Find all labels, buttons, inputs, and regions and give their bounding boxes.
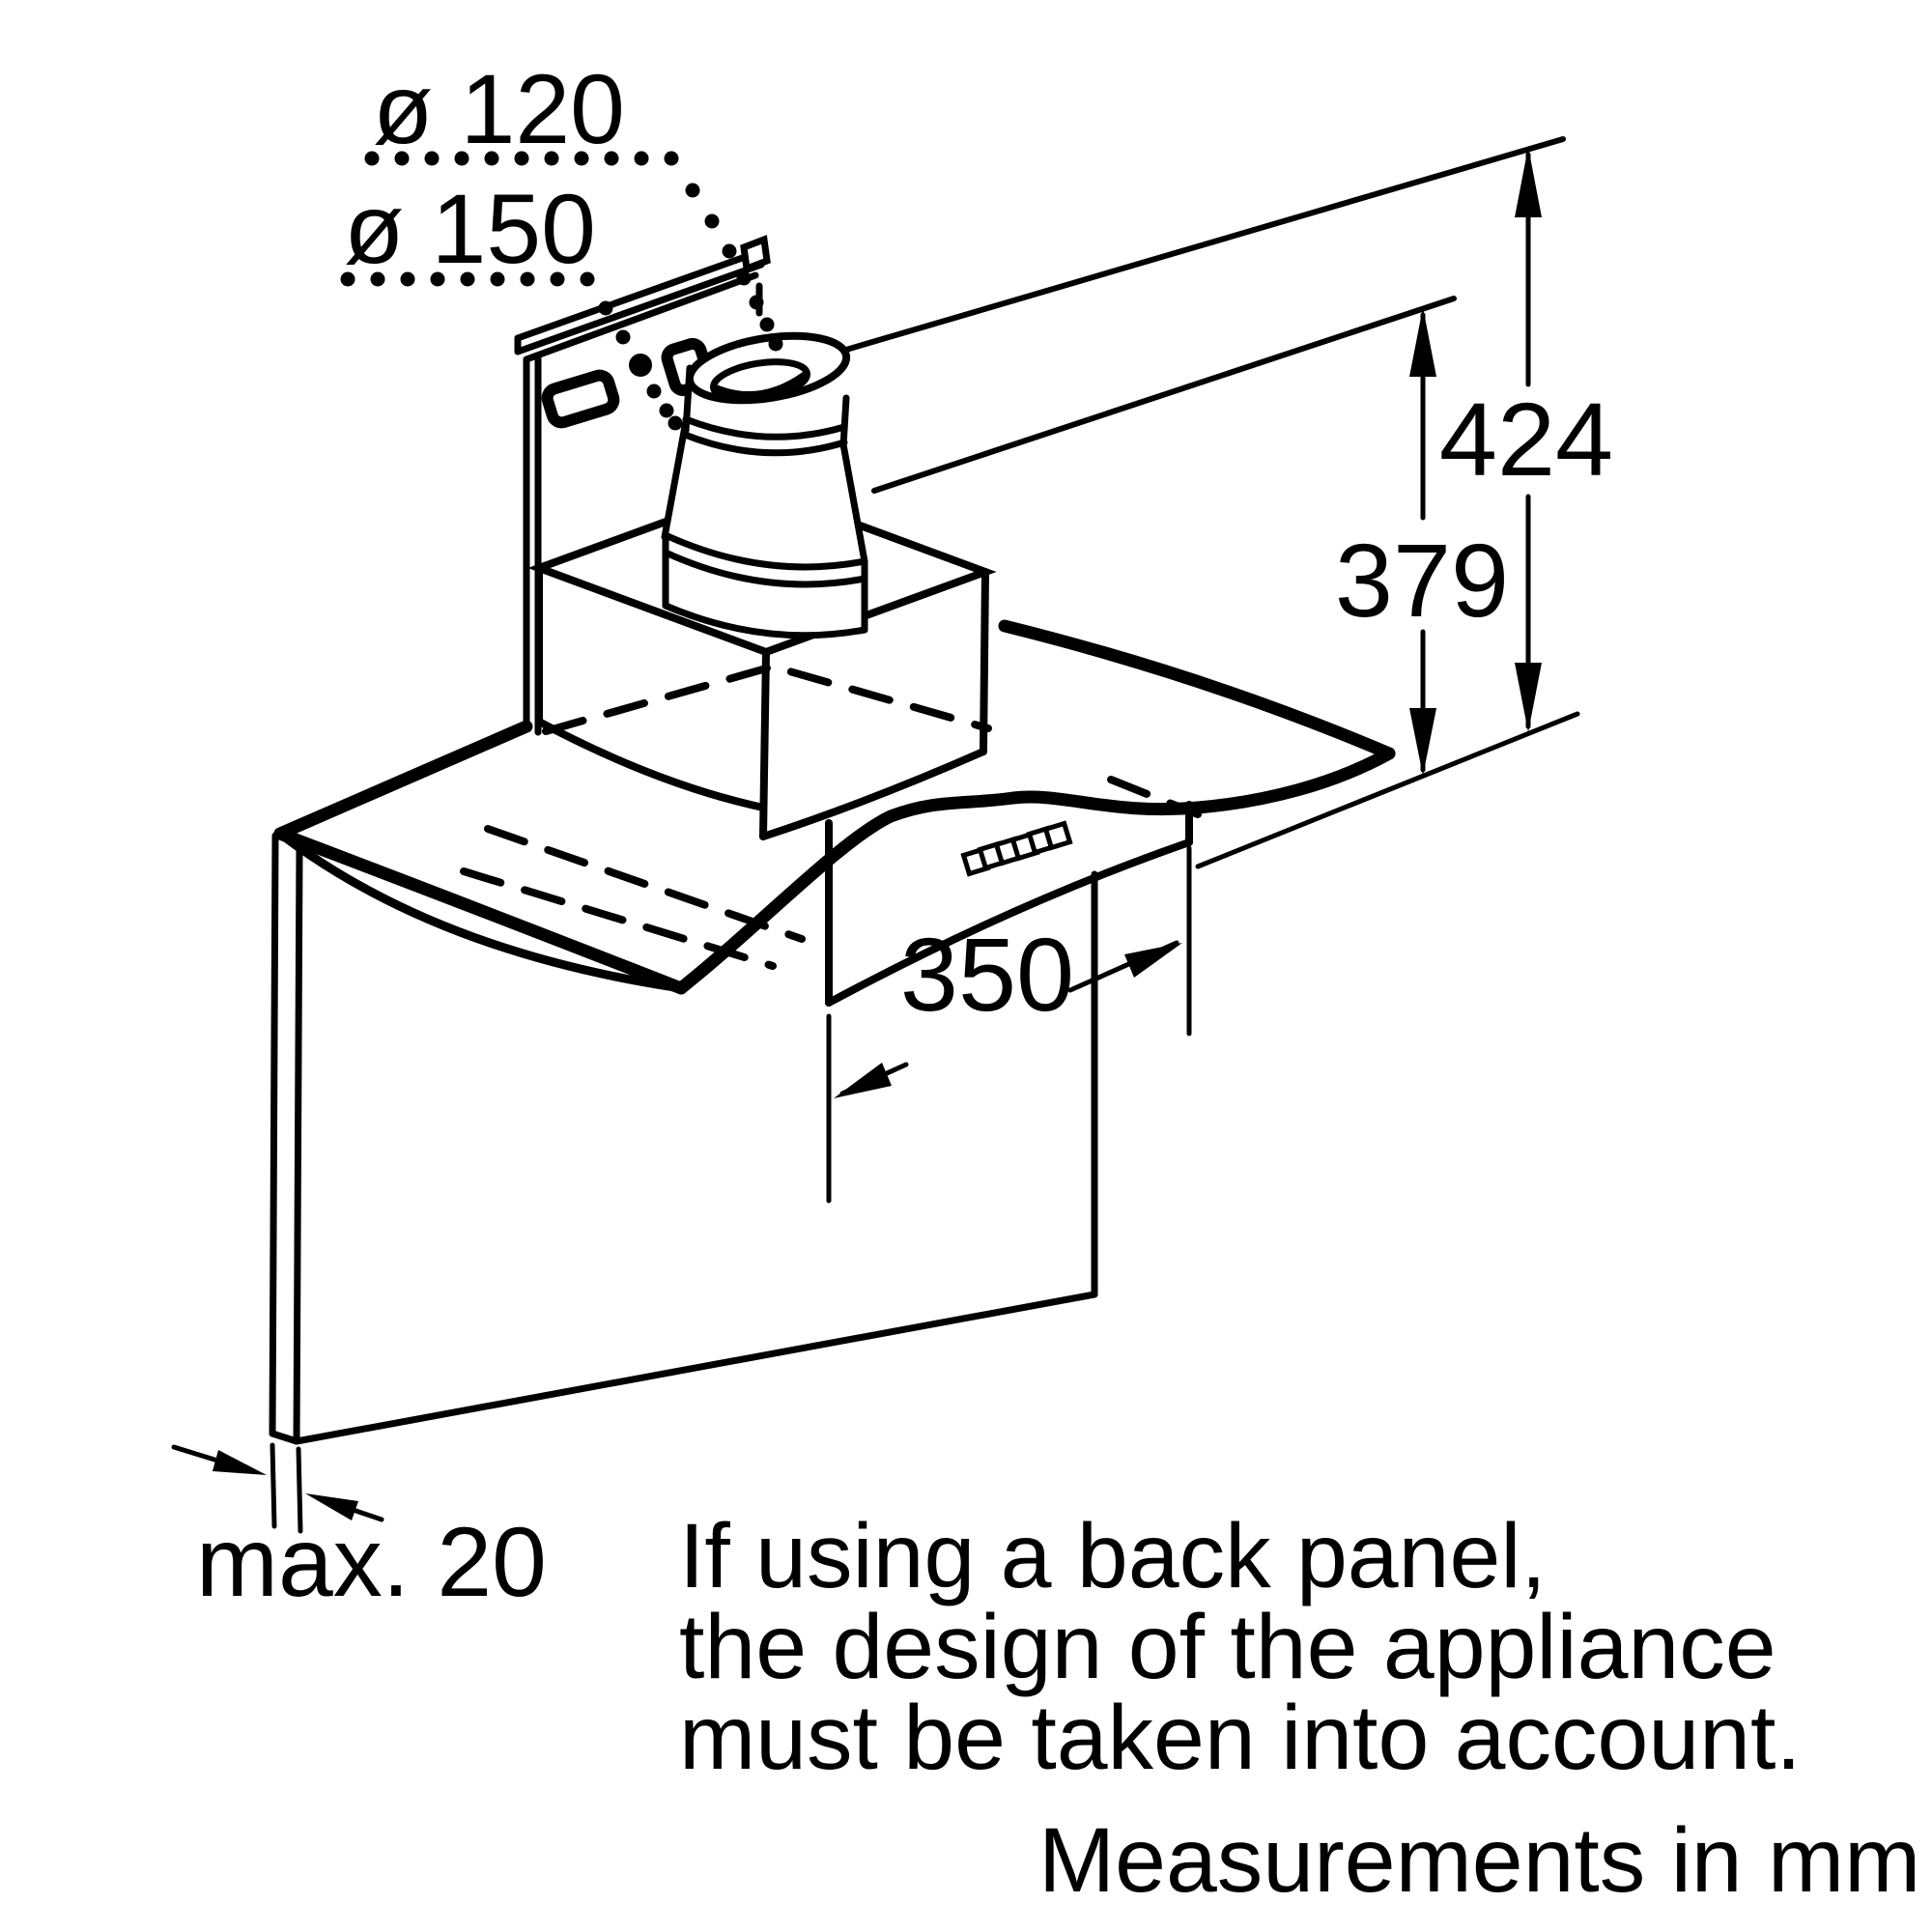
duct-diameter-120-label: ø 120 xyxy=(373,54,625,164)
baseline-extension xyxy=(1195,711,1580,869)
note-text: If using a back panel, the design of the… xyxy=(679,1505,1802,1789)
hood-drawing xyxy=(269,235,1396,1445)
hidden-edges xyxy=(460,663,1202,970)
dimension-max20: max. 20 xyxy=(171,1442,547,1617)
dimension-350: 350 xyxy=(826,845,1192,1204)
plate-slot-left xyxy=(541,369,620,429)
note-line-3: must be taken into account. xyxy=(679,1687,1802,1789)
dimension-379: 379 xyxy=(1335,307,1509,776)
dimension-424-value: 424 xyxy=(1439,381,1613,497)
dimension-max20-value: max. 20 xyxy=(196,1507,547,1617)
back-panel xyxy=(269,832,1098,1445)
footer-units-note: Measurements in mm xyxy=(1038,1809,1920,1912)
note-line-1: If using a back panel, xyxy=(679,1505,1547,1607)
duct-diameter-150-label: ø 150 xyxy=(344,174,596,284)
duct-diameter-120: ø 120 xyxy=(364,54,783,352)
dimension-annotations: ø 120 ø 150 xyxy=(171,54,1613,1617)
dotted-leader-120 xyxy=(364,151,783,352)
leader-line-chimney-top xyxy=(871,296,1457,494)
leader-line-duct-top xyxy=(843,136,1566,353)
note-line-2: the design of the appliance xyxy=(679,1596,1776,1698)
dotted-leader-150 xyxy=(340,271,683,431)
dimension-379-value: 379 xyxy=(1335,522,1509,639)
control-buttons xyxy=(960,820,1073,877)
duct-cone xyxy=(661,331,868,639)
glass-canopy xyxy=(273,619,1396,995)
dimension-350-value: 350 xyxy=(900,916,1074,1033)
duct-diameter-150: ø 150 xyxy=(340,174,683,431)
dimension-424: 424 xyxy=(1439,147,1613,732)
hood-body xyxy=(825,801,1193,1007)
